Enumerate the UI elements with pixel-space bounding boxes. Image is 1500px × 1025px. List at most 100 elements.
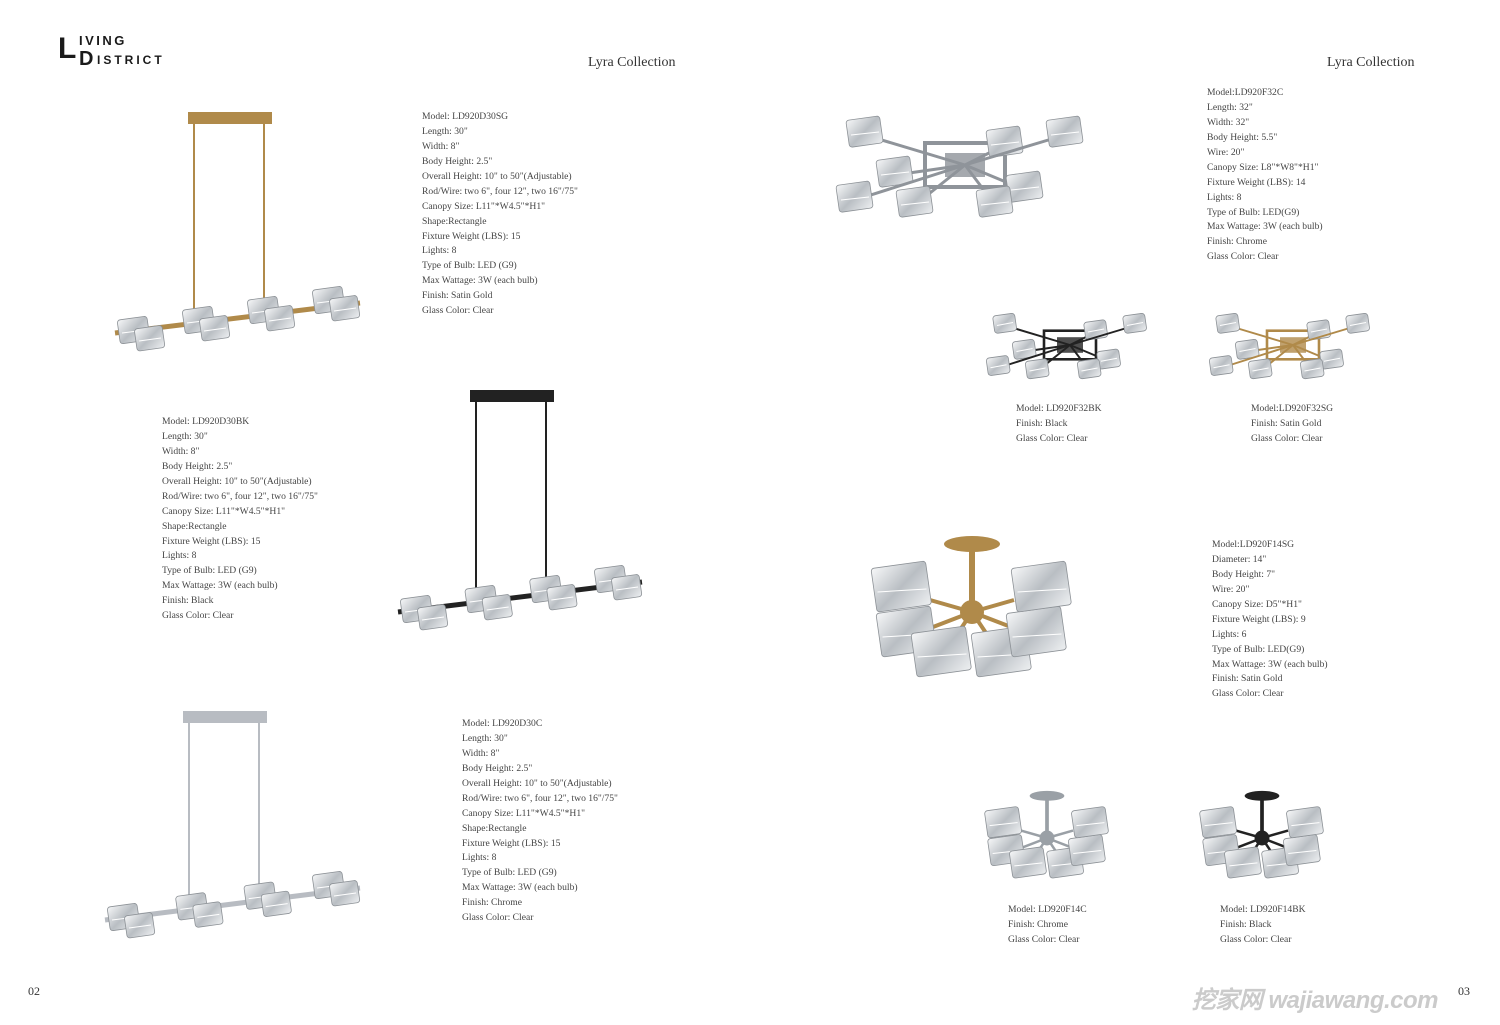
crystal-highlight (1213, 364, 1230, 369)
crystal-highlight (333, 892, 357, 897)
spec-line: Type of Bulb: LED (G9) (162, 565, 257, 577)
crystal-shade (1009, 846, 1047, 879)
spec-line: Fixture Weight (LBS): 9 (1212, 613, 1306, 625)
spec-line: Finish: Satin Gold (1251, 417, 1322, 429)
canopy (1029, 790, 1065, 801)
spec-line: Body Height: 2.5" (422, 155, 493, 167)
spec-line: Glass Color: Clear (162, 610, 234, 622)
crystal-highlight (1010, 186, 1040, 191)
logo-letter-l: L (58, 32, 77, 65)
arm (998, 344, 1071, 369)
crystal-shade (1235, 339, 1260, 360)
crystal-highlight (1204, 822, 1233, 827)
spec-line: Finish: Black (162, 595, 214, 607)
crystal-shade (895, 185, 934, 218)
crystal-highlight (551, 596, 574, 601)
spec-line: Width: 8" (462, 747, 500, 759)
crystal-highlight (1029, 367, 1046, 372)
crystal-highlight (1081, 367, 1098, 372)
crystal-shade (1045, 115, 1084, 148)
crystal-shade (1300, 358, 1325, 380)
canopy (470, 390, 554, 402)
crystal-highlight (996, 322, 1014, 326)
crystal-highlight (128, 924, 152, 929)
crystal-highlight (1252, 367, 1269, 372)
spec-line: Canopy Size: L11"*W4.5"*H1" (162, 505, 286, 517)
spec-line: Width: 8" (162, 445, 200, 457)
fixture-ld920f32c (835, 115, 1084, 218)
spec-line: Model:LD920F32SG (1251, 403, 1334, 414)
spec-line: Body Height: 2.5" (462, 762, 533, 774)
canopy (188, 112, 272, 124)
crystal-shade (870, 560, 932, 613)
spec-line: Fixture Weight (LBS): 15 (462, 837, 561, 849)
crystal-highlight (1229, 862, 1258, 867)
crystal-shade (1010, 560, 1072, 613)
crystal-shade (1209, 355, 1234, 376)
crystal-highlight (1012, 633, 1062, 638)
spec-line: Type of Bulb: LED (G9) (462, 867, 557, 879)
spec-line: Glass Color: Clear (1251, 432, 1323, 444)
spec-line: Type of Bulb: LED(G9) (1207, 206, 1300, 218)
crystal-highlight (1304, 367, 1321, 372)
crystal-shade (1025, 358, 1050, 380)
crystal-highlight (900, 201, 930, 206)
crystal-highlight (1349, 322, 1367, 326)
crystal-shade (124, 912, 156, 939)
crystal-shade (192, 901, 224, 928)
crystal-highlight (850, 131, 880, 136)
crystal-shade (1215, 313, 1240, 334)
crystal-highlight (990, 141, 1020, 146)
crystal-highlight (615, 586, 639, 591)
spec-line: Finish: Chrome (1008, 918, 1068, 930)
spec-line: Canopy Size: L11"*W4.5"*H1" (462, 807, 586, 819)
logo-letter-d: D (79, 48, 94, 70)
spec-line: Rod/Wire: two 6", four 12", two 16"/75" (422, 185, 578, 197)
crystal-highlight (980, 201, 1010, 206)
crystal-shade (992, 313, 1017, 334)
crystal-highlight (333, 307, 357, 312)
crystal-shade (329, 295, 361, 322)
spec-line: Overall Height: 10" to 50"(Adjustable) (462, 777, 612, 789)
crystal-shade (875, 155, 914, 188)
crystal-shade (611, 574, 643, 601)
spec-line: Max Wattage: 3W (each bulb) (462, 882, 578, 894)
hub (1254, 830, 1270, 846)
spec-line: Lights: 8 (462, 852, 497, 864)
spec-line: Shape:Rectangle (422, 215, 487, 227)
spec-line: Glass Color: Clear (462, 912, 534, 924)
spec-line: Model: LD920D30BK (162, 416, 250, 427)
fixture-ld920f32sg (1209, 313, 1370, 380)
canopy (1244, 790, 1280, 801)
crystal-highlight (1219, 322, 1237, 326)
crystal-shade (984, 806, 1022, 839)
fixture-ld920f14sg (870, 536, 1072, 678)
spec-line: Length: 32" (1207, 101, 1253, 113)
crystal-highlight (1087, 328, 1105, 333)
frame (1042, 329, 1098, 361)
spec-line: Lights: 8 (162, 550, 197, 562)
logo-line2: ISTRICT (97, 53, 165, 67)
spec-line: Lights: 8 (422, 245, 457, 257)
spec-line: Model: LD920F32BK (1016, 403, 1102, 414)
spec-line: Max Wattage: 3W (each bulb) (1207, 221, 1323, 233)
crystal-highlight (877, 588, 927, 593)
spec-line: Glass Color: Clear (1212, 688, 1284, 700)
crystal-highlight (1239, 348, 1256, 352)
page-number-right: 03 (1458, 984, 1470, 998)
spec-line: Length: 30" (422, 125, 468, 137)
crystal-highlight (197, 913, 220, 918)
spec-line: Max Wattage: 3W (each bulb) (422, 275, 538, 287)
crystal-shade (260, 890, 292, 917)
fixture-ld920d30sg (114, 112, 361, 352)
crystal-shade (1199, 806, 1237, 839)
crystal-shade (910, 625, 972, 678)
spec-line: Overall Height: 10" to 50"(Adjustable) (422, 170, 572, 182)
crystal-shade (1224, 846, 1262, 879)
crystal-shade (1286, 806, 1324, 839)
